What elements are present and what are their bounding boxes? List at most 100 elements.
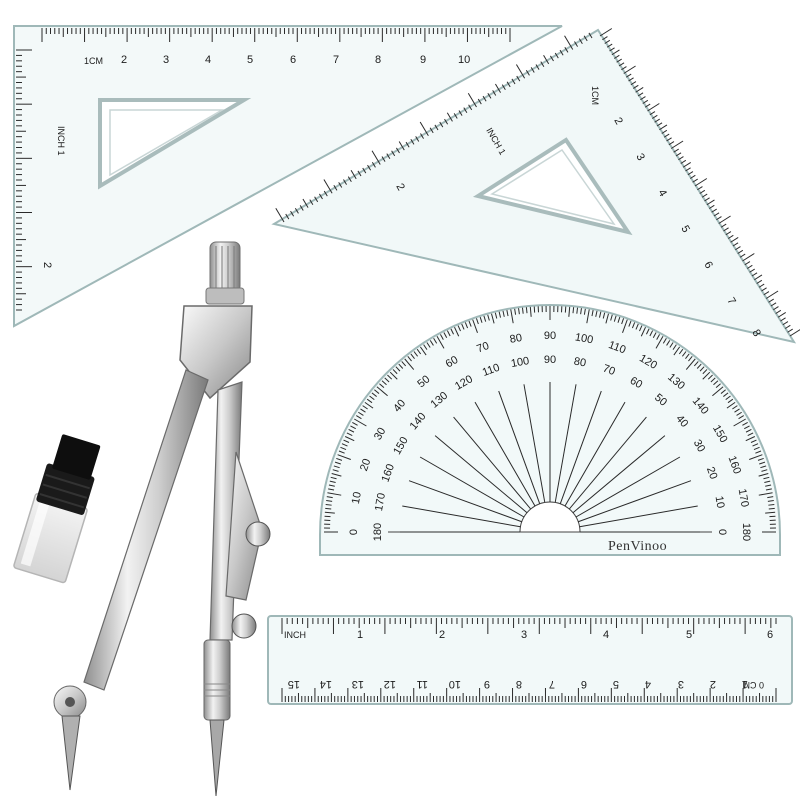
scale-tick (576, 307, 579, 314)
scale-tick (716, 216, 722, 221)
ruler-cm-labels: 0 CM 1 2 3 4 5 6 7 8 9 10 11 12 13 14 15 (288, 678, 764, 690)
cm-label: 3 (163, 54, 169, 66)
scale-tick (586, 309, 590, 324)
scale-tick (487, 314, 490, 321)
scale-tick (673, 346, 681, 356)
scale-tick (332, 469, 339, 472)
cm-label: 5 (613, 678, 619, 690)
cm-label: 8 (749, 328, 762, 339)
scale-tick (362, 405, 368, 410)
scale-tick (518, 308, 520, 315)
ruler-inch-scale (281, 618, 777, 634)
scale-tick (331, 473, 342, 477)
scale-tick (611, 49, 620, 56)
scale-tick (450, 328, 455, 335)
scale-tick (516, 75, 521, 82)
scale-tick (688, 356, 693, 362)
degree-label: 20 (704, 465, 719, 481)
scale-tick (745, 428, 752, 433)
scale-tick (702, 371, 711, 380)
scale-tick (666, 340, 671, 346)
scale-tick (381, 380, 387, 386)
degree-label: 160 (725, 454, 743, 475)
scale-tick (341, 443, 348, 447)
cm-label: 15 (288, 678, 300, 690)
scale-tick (755, 450, 762, 454)
scale-tick (694, 178, 708, 187)
scale-tick (347, 176, 352, 183)
scale-tick (610, 314, 613, 321)
scale-tick (568, 416, 647, 510)
scale-tick (711, 208, 717, 213)
scale-tick (346, 432, 353, 437)
scale-tick (656, 334, 661, 340)
scale-tick (613, 54, 620, 59)
degree-label: 90 (544, 330, 556, 342)
scale-tick (540, 61, 545, 68)
scale-tick (453, 416, 532, 510)
cm-label: 1 (742, 678, 748, 690)
cm-label: 8 (516, 678, 522, 690)
scale-tick (685, 358, 696, 370)
cm-label: 13 (352, 678, 364, 690)
scale-tick (348, 428, 355, 433)
scale-tick (398, 141, 405, 151)
scale-tick (632, 84, 639, 89)
scale-tick (732, 242, 739, 247)
cm-label: 14 (320, 678, 332, 690)
scale-tick (759, 461, 766, 465)
scale-tick (720, 389, 726, 394)
cm-label: 0 CM (742, 680, 764, 690)
scale-tick (495, 83, 501, 93)
scale-tick (357, 170, 362, 177)
scale-tick (419, 456, 525, 518)
scale-tick (309, 199, 314, 206)
ruler-inch-labels: INCH 1 2 3 4 5 6 (284, 629, 773, 641)
scale-tick (386, 153, 391, 160)
set-square-small: 1CM 2 3 4 5 6 7 8 INCH 1 2 (271, 28, 800, 344)
scale-tick (745, 436, 756, 442)
cm-label: 2 (121, 54, 127, 66)
scale-tick (767, 496, 774, 499)
scale-tick (727, 398, 734, 404)
scale-tick (623, 65, 636, 74)
inch-label: 2 (393, 182, 406, 193)
scale-tick (649, 111, 656, 116)
scale-tick (718, 215, 731, 224)
scale-tick (723, 227, 729, 232)
scale-tick (749, 268, 755, 273)
scale-tick (326, 496, 333, 499)
ruler-cm-scale (281, 688, 777, 702)
scale-tick (765, 484, 772, 487)
scale-tick (391, 150, 396, 157)
degree-label: 70 (601, 363, 617, 378)
scale-tick (651, 114, 658, 119)
scale-tick (328, 488, 335, 491)
scale-tick (407, 356, 412, 362)
scale-tick (564, 46, 569, 53)
scale-tick (765, 488, 772, 491)
scale-tick (559, 390, 602, 504)
scale-tick (707, 374, 713, 380)
scale-tick (635, 87, 644, 93)
scale-tick (423, 344, 428, 350)
scale-tick (777, 312, 786, 318)
scale-tick (410, 353, 415, 359)
scale-tick (730, 237, 739, 243)
cm-label: 6 (581, 678, 587, 690)
scale-tick (642, 99, 649, 104)
protractor-brand: PenVinoo (608, 539, 667, 554)
set-square-small-inch-scale (275, 32, 593, 223)
inch-label: INCH (284, 630, 306, 640)
scale-tick (753, 446, 760, 451)
scale-tick (464, 322, 469, 329)
scale-tick (318, 193, 323, 200)
scale-tick (387, 374, 393, 380)
scale-tick (578, 38, 583, 45)
cm-label: 12 (384, 678, 396, 690)
scale-tick (739, 253, 746, 258)
scale-tick (498, 390, 541, 504)
scale-tick (580, 308, 582, 315)
scale-tick (723, 392, 729, 397)
